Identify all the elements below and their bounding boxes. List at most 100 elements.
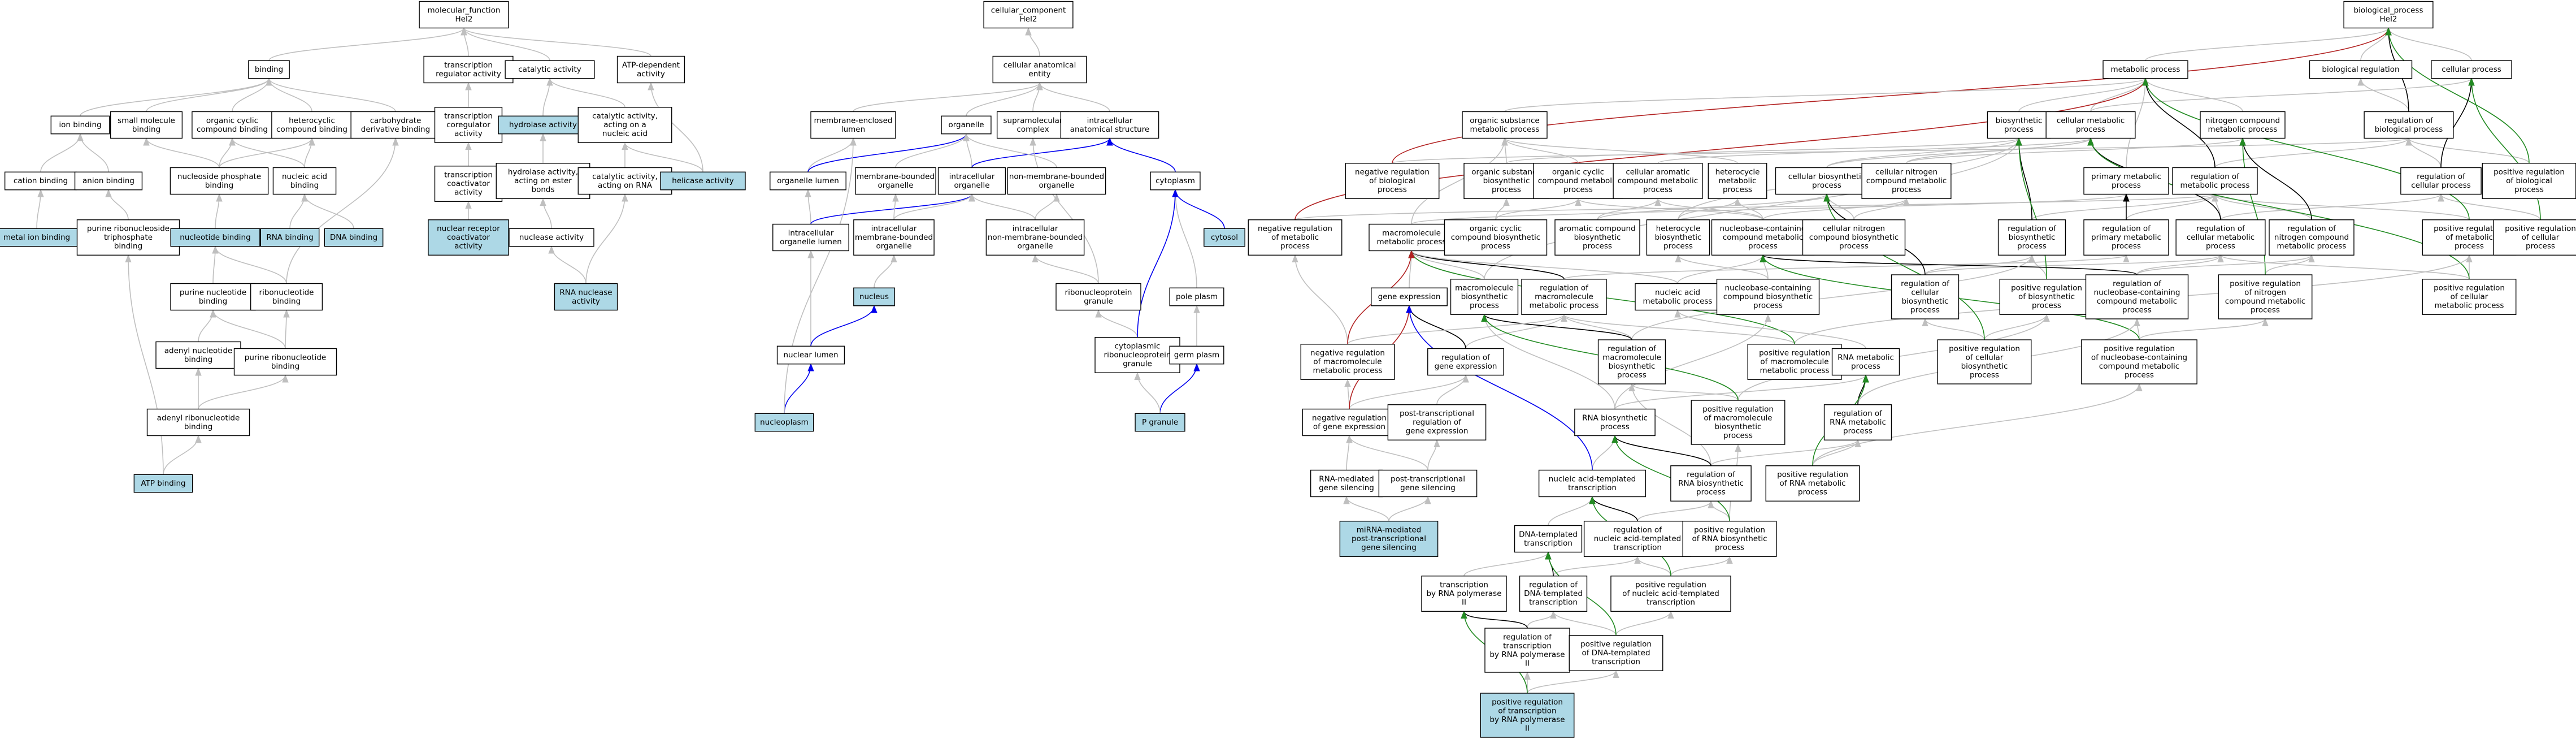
edge-red-neg-reg-bio-to-bp (1392, 27, 2392, 163)
edge-black-reg-tr-rnap2-to-tr-rnap2 (1461, 610, 1528, 629)
node-label-line: process (2076, 125, 2105, 134)
node-label-line: biosynthetic (1574, 233, 1621, 242)
node-box (1300, 344, 1395, 380)
node-label-line: process (1910, 305, 1940, 314)
go-term-node-gene-expr: gene expression (1371, 287, 1448, 306)
edge-gray-nuc-acid-b-to-het-cyc (304, 137, 315, 168)
edge-green-pos-reg-cell-met-to-cell-met (2087, 137, 2470, 279)
node-label-line: of RNA biosynthetic (1692, 534, 1767, 543)
node-label-line: II (1462, 598, 1466, 607)
node-label-line: of macromolecule (1313, 357, 1382, 366)
edge-gray-purine-ribo-nt-to-purine-nt (210, 309, 286, 349)
edge-blue-nucleoplasm-to-nuc-lumen (784, 363, 814, 414)
node-label-line: DNA binding (330, 233, 377, 242)
edge-gray-purine-nt-to-nucleotide-b (212, 245, 219, 284)
node-box (170, 228, 260, 247)
go-term-node-reg-macro-bios: regulation ofmacromoleculebiosyntheticpr… (1597, 339, 1666, 384)
node-label-line: nucleus (859, 292, 889, 301)
edge-gray-bio-reg-to-bp (2360, 27, 2392, 61)
node-label-line: heterocycle (1715, 168, 1760, 177)
edge-gray-metal-ion-to-cation (36, 189, 44, 229)
node-label-line: intracellular (1013, 224, 1058, 234)
node-box (1248, 219, 1343, 256)
edge-gray-rna-bios-to-nb-bios (1614, 313, 1771, 409)
node-box (1831, 348, 1900, 376)
node-label-line: supramolecular (1003, 116, 1062, 125)
node-label-line: cellular_component (991, 6, 1066, 15)
node-label-line: process (1563, 185, 1593, 195)
node-label-line: process (1753, 301, 1783, 310)
node-label-line: pole plasm (1176, 292, 1218, 301)
edge-gray-na-met-to-nb-met (1677, 254, 1766, 284)
node-label-line: of biological (1369, 176, 1415, 185)
node-label-line: aromatic compound (1559, 224, 1635, 234)
node-box (509, 228, 594, 247)
node-label-line: process (2526, 242, 2555, 251)
edge-gray-na-met-to-macro-met (1408, 250, 1678, 284)
node-label-line: macromolecule (1535, 292, 1593, 301)
node-label-line: ATP-dependent (622, 60, 680, 70)
edge-gray-nb-met-to-org-cyc-met (1575, 197, 1763, 221)
node-label-line: macromolecule (1602, 353, 1661, 362)
node-box (776, 345, 845, 365)
node-label-line: acting on a (603, 120, 646, 129)
node-label-line: process (2125, 370, 2154, 379)
node-label-line: coregulator (446, 120, 490, 129)
go-term-node-org-lumen: organelle lumen (770, 171, 846, 191)
node-box (324, 228, 384, 247)
node-label-line: regulation of (1608, 344, 1657, 353)
node-label-line: hydrolase activity, (508, 168, 578, 177)
node-label-line: by RNA polymerase (1489, 650, 1565, 659)
node-label-line: RNA biosynthetic (1582, 413, 1648, 422)
edge-gray-pos-reg-macro-bios-to-reg-macro-bios (1628, 383, 1739, 401)
edge-blue-cytosol-to-cytoplasm (1172, 189, 1225, 229)
edge-black-reg-bios-to-biosyn (2015, 137, 2032, 220)
node-label-line: regulation of (1503, 633, 1552, 642)
edge-black-reg-cell-proc-to-cell-proc (2440, 77, 2475, 168)
node-label-line: process (2032, 301, 2061, 310)
node-label-line: cellular metabolic (2057, 116, 2125, 125)
node-label-line: primary metabolic (2091, 233, 2161, 242)
node-label-line: positive regulation (1635, 581, 1706, 590)
node-label-line: hydrolase activity (509, 120, 577, 129)
node-label-line: cytoplasmic (1115, 342, 1161, 351)
edge-gray-atp-b-to-purine-ribo-tri (125, 254, 164, 475)
node-box (248, 60, 290, 79)
node-label-line: process (2251, 305, 2280, 314)
node-box (133, 474, 193, 493)
node-box (2431, 60, 2512, 79)
edge-gray-pole-plasm-to-cytoplasm (1172, 189, 1197, 288)
node-label-line: molecular_function (428, 6, 501, 15)
node-label-line: intracellular (1087, 116, 1133, 125)
node-box (2482, 163, 2576, 199)
node-box (1055, 283, 1141, 311)
edge-gray-macro-bios-to-biosyn (1484, 137, 2022, 279)
node-label-line: gene expression (1378, 292, 1441, 301)
edge-gray-cell-nit-met-to-nit-met (1906, 137, 2246, 164)
edge-gray-pos-reg-bio-to-reg-bio (2405, 137, 2530, 164)
edge-gray-rna-bios-to-macro-bios (1481, 313, 1615, 409)
edge-gray-org-sub-bios-to-biosyn (1506, 137, 2022, 164)
node-box (170, 167, 269, 195)
node-label-line: compound binding (197, 125, 268, 134)
node-box (50, 115, 110, 135)
node-label-line: by RNA polymerase (1489, 715, 1565, 724)
